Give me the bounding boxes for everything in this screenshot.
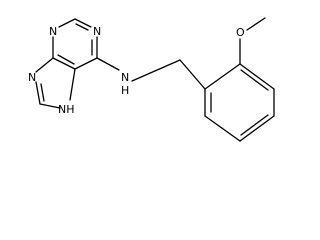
bond-c6-n7	[35, 57, 54, 73]
bond-ar4-ar5	[239, 115, 275, 142]
molecule-structure: N N N NH N H O	[28, 17, 275, 142]
bond-c2-n3-inner	[75, 23, 89, 31]
bond-ar1-ar2	[204, 63, 241, 90]
bond-ar2-ar3	[239, 63, 275, 90]
bond-n9-c5	[69, 68, 76, 101]
atom-label-n7: N	[28, 71, 36, 84]
atom-label-amine-n: N	[121, 71, 129, 84]
structure-canvas: N N N NH N H O	[28, 17, 275, 142]
atom-label-oxygen: O	[236, 26, 245, 39]
bond-ar5-ar6	[204, 115, 241, 142]
bond-c5-c4	[74, 57, 98, 70]
bond-n7-c8	[35, 81, 41, 105]
atom-label-n9h: NH	[58, 103, 75, 116]
bond-ar2-ar3-inner	[240, 69, 269, 91]
atom-label-n3: N	[93, 25, 101, 38]
bond-amine-ch2	[131, 59, 181, 82]
bond-c2-n1	[58, 18, 76, 28]
bond-c2-n3	[74, 18, 92, 28]
bond-c6-c5	[52, 57, 76, 70]
atom-label-amine-h: H	[121, 84, 129, 97]
bond-oxygen-methyl	[246, 17, 266, 31]
atom-label-n1: N	[49, 25, 57, 38]
bond-c6-c5-inner	[57, 54, 75, 65]
bond-ar4-ar5-inner	[240, 114, 269, 136]
bond-ch2-aryl	[179, 59, 206, 90]
bond-c4-amine	[96, 57, 120, 71]
bond-n7-c8-inner	[40, 83, 45, 102]
bond-c8-n9	[39, 103, 61, 109]
